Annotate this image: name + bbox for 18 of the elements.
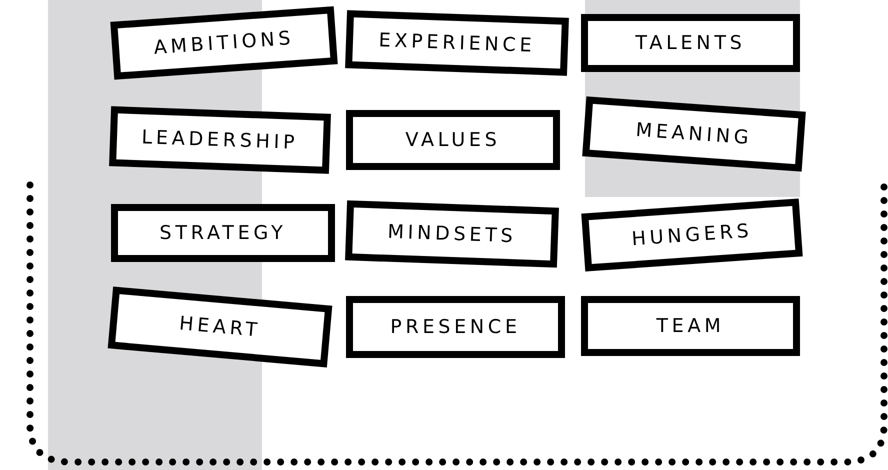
word-card (346, 110, 560, 170)
word-card (581, 14, 800, 72)
card-label: MEANING (635, 118, 753, 150)
card-label: LEADERSHIP (141, 126, 299, 154)
word-card (581, 296, 800, 356)
word-card (111, 204, 335, 262)
card-label: STRATEGY (159, 222, 286, 244)
card-label: AMBITIONS (153, 27, 295, 59)
word-card (581, 198, 803, 272)
card-label: MINDSETS (387, 220, 517, 248)
card-label: PRESENCE (390, 316, 521, 338)
card-label: VALUES (405, 129, 501, 151)
word-card (346, 296, 565, 358)
card-label: TEAM (656, 315, 725, 337)
card-label: TALENTS (635, 32, 746, 54)
card-label: HEART (178, 312, 262, 342)
card-label: HUNGERS (630, 220, 754, 250)
card-label: EXPERIENCE (378, 29, 536, 57)
